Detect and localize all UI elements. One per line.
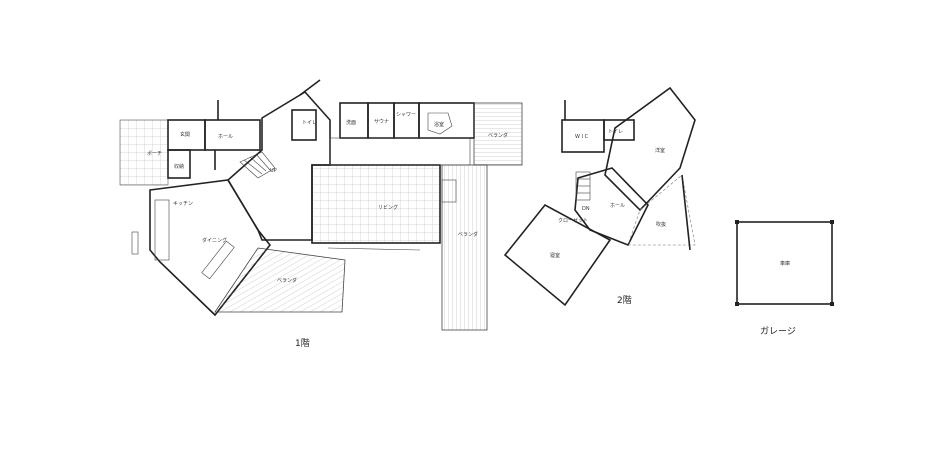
room-label-shower: シャワー: [396, 112, 416, 118]
room-label-dn: DN: [582, 206, 590, 212]
bathtub-symbol: [427, 112, 453, 135]
chair-symbol: [131, 231, 139, 255]
porch-tile: [119, 119, 169, 186]
room-label-kitchen: キッチン: [173, 201, 193, 207]
stair2-symbol: [575, 171, 591, 201]
room-label-dining: ダイニング: [202, 237, 227, 244]
room-label-void: 吹抜: [656, 221, 666, 228]
room-label-veranda-center: ベランダ: [458, 231, 478, 238]
veranda-south-deck: [214, 247, 346, 313]
veranda-center-deck: [441, 164, 488, 331]
garage-outline: [736, 221, 833, 305]
dining-table: [201, 240, 235, 280]
room-label-hall: ホール: [218, 134, 233, 140]
room-label-bath: 浴室: [434, 121, 444, 128]
hall-room: [204, 119, 261, 151]
floor1-plan: ポーチ 玄関 ホール トイレ 洗面 サウナ シャワー 浴室 ベランダ 収納 キッ…: [119, 79, 523, 349]
shower-room: [393, 102, 420, 139]
floor2-caption: 2階: [617, 295, 632, 306]
room-label-washroom: 洗面: [346, 119, 356, 126]
room-label-bedroom: 寝室: [550, 252, 560, 259]
garage-caption: ガレージ: [760, 326, 796, 337]
room-label-toilet: トイレ: [302, 120, 317, 126]
room-label-sauna: サウナ: [374, 118, 389, 125]
room-label-living: リビング: [378, 204, 398, 211]
room-label-entrance: 玄関: [180, 131, 190, 138]
room-label-closet: クローゼット: [558, 217, 588, 224]
stair-symbol: [239, 151, 276, 179]
floor1-caption: 1階: [295, 338, 310, 349]
room-label-up: UP: [270, 168, 277, 174]
void-area: [627, 174, 696, 246]
floor2-plan: W I C トイレ 洋室 ホール クローゼット DN 寝室 吹抜 2階: [503, 86, 696, 307]
bedroom-outline: [503, 203, 612, 307]
veranda-east-deck: [473, 102, 523, 166]
room-label-veranda-south: ベランダ: [277, 277, 297, 284]
room-label-storage: 収納: [174, 163, 184, 170]
room-label-wic: W I C: [575, 134, 589, 140]
bath-room: [418, 102, 475, 139]
room-label-parking: 車庫: [780, 260, 790, 267]
storage-room: [167, 149, 191, 179]
room-label-porch: ポーチ: [147, 150, 162, 157]
room-label-toilet2: トイレ: [608, 129, 623, 135]
room-label-western-room: 洋室: [655, 147, 665, 154]
toilet2-room: [603, 119, 635, 141]
garage-plan: 車庫 ガレージ: [735, 220, 834, 337]
toilet-room: [291, 109, 317, 141]
room-label-hall2: ホール: [610, 203, 625, 209]
room-label-veranda-east: ベランダ: [488, 132, 508, 139]
western-room-outline: [604, 86, 696, 212]
kitchen-counter: [154, 199, 170, 261]
living-tile: [311, 164, 441, 244]
